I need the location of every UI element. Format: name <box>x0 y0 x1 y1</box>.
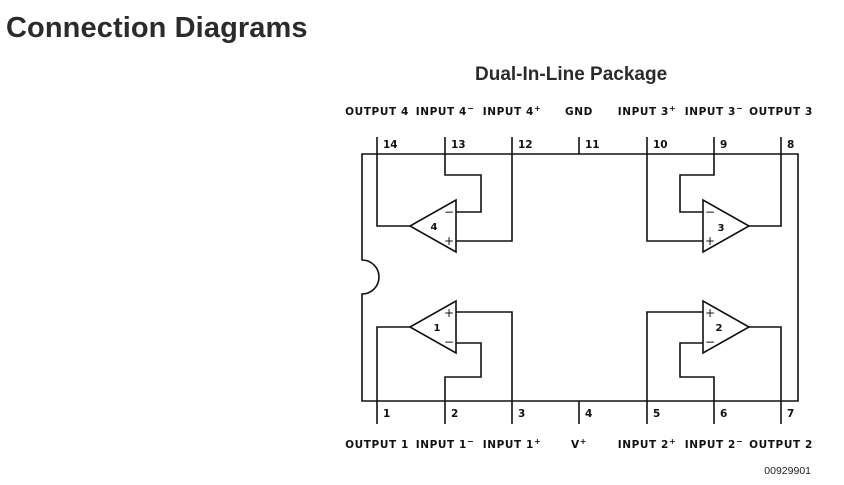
pin-label-gnd: GND <box>565 106 593 118</box>
pin-number-6: 6 <box>720 408 727 420</box>
amplifier-2 <box>646 299 782 401</box>
pin-label-output-4: OUTPUT 4 <box>345 106 409 118</box>
bottom-pin-stubs <box>376 401 782 424</box>
pin-label-input-4-plus: INPUT 4+ <box>483 104 542 118</box>
amp-3-number: 3 <box>718 223 725 234</box>
amplifier-1 <box>376 299 513 401</box>
pin-number-5: 5 <box>653 408 660 420</box>
pin-number-4: 4 <box>585 408 592 420</box>
pin-number-7: 7 <box>787 408 794 420</box>
pin-label-output-2: OUTPUT 2 <box>749 439 813 451</box>
diagram-subtitle: Dual-In-Line Package <box>475 64 668 85</box>
pin-number-12: 12 <box>518 139 533 151</box>
amp-4-plus-sign: + <box>444 234 454 248</box>
pin-label-input-2-minus: INPUT 2− <box>685 437 744 451</box>
pin-number-11: 11 <box>585 139 600 151</box>
pin-number-1: 1 <box>383 408 390 420</box>
pin-number-3: 3 <box>518 408 525 420</box>
figure-code: 00929901 <box>764 465 811 477</box>
pin-label-input-1-minus: INPUT 1− <box>416 437 475 451</box>
amp-4-number: 4 <box>431 222 438 233</box>
pin-number-8: 8 <box>787 139 794 151</box>
pin-number-9: 9 <box>720 139 727 151</box>
pin-label-output-1: OUTPUT 1 <box>345 439 409 451</box>
pin-label-input-4-minus: INPUT 4− <box>416 104 475 118</box>
pin-label-input-1-plus: INPUT 1+ <box>483 437 542 451</box>
package-body <box>361 153 799 402</box>
amp-1-plus-sign: + <box>444 306 454 320</box>
pin-label-v-plus: V+ <box>571 437 587 451</box>
amp-2-number: 2 <box>716 323 723 334</box>
amp-2-plus-sign: + <box>705 306 715 320</box>
amp-3-plus-sign: + <box>705 234 715 248</box>
amplifier-3 <box>646 154 782 254</box>
pin-label-output-3: OUTPUT 3 <box>749 106 813 118</box>
amp-1-minus-sign: − <box>444 335 454 349</box>
pin-number-2: 2 <box>451 408 458 420</box>
pin-label-input-3-minus: INPUT 3− <box>685 104 744 118</box>
amp-3-minus-sign: − <box>705 205 715 219</box>
amp-1-number: 1 <box>434 323 441 334</box>
pin-number-14: 14 <box>383 139 398 151</box>
top-pin-stubs <box>376 137 782 154</box>
pin-label-input-3-plus: INPUT 3+ <box>618 104 677 118</box>
pin-number-10: 10 <box>653 139 668 151</box>
pin-label-input-2-plus: INPUT 2+ <box>618 437 677 451</box>
pin-number-13: 13 <box>451 139 466 151</box>
amp-2-minus-sign: − <box>705 335 715 349</box>
page-title: Connection Diagrams <box>6 12 308 44</box>
amp-4-minus-sign: − <box>444 205 454 219</box>
amplifier-4 <box>376 154 513 254</box>
